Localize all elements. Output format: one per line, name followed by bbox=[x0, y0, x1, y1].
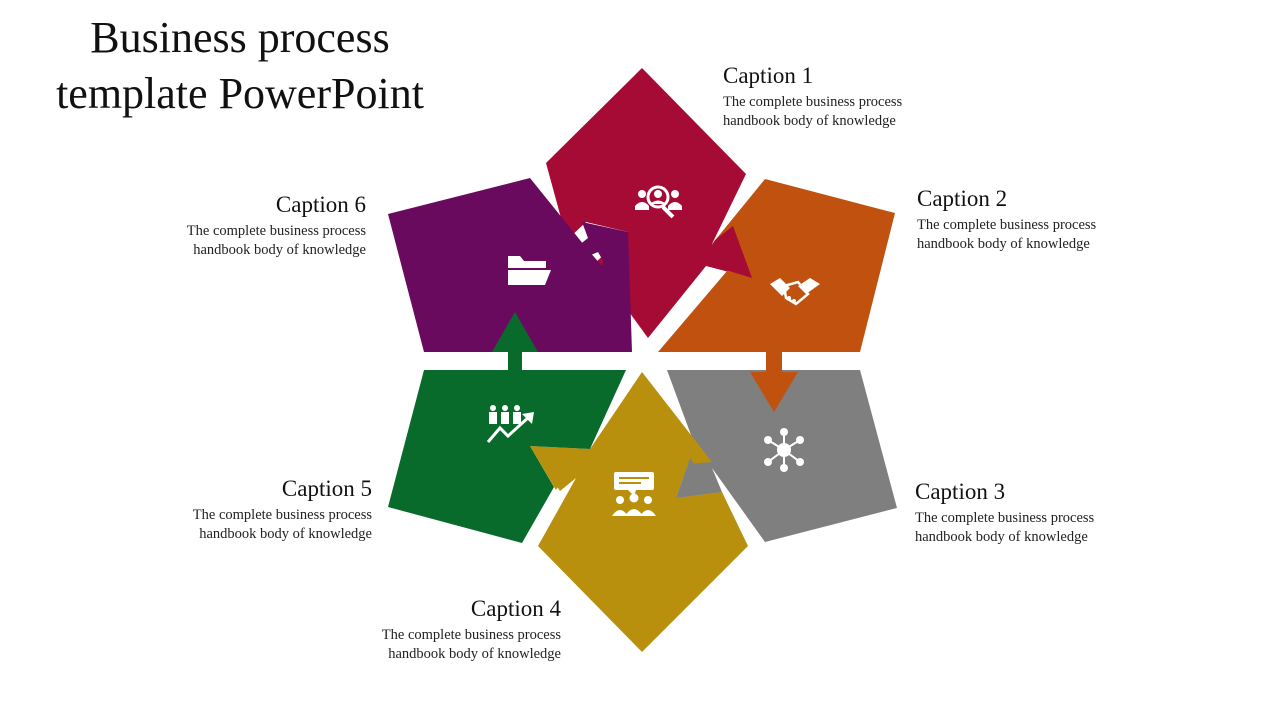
caption-6-desc-line-2: handbook body of knowledge bbox=[193, 242, 366, 258]
caption-2-title: Caption 2 bbox=[917, 186, 1008, 211]
title-line-1: Business process bbox=[90, 13, 390, 62]
caption-4: Caption 4 The complete business process … bbox=[301, 596, 561, 664]
handshake-icon bbox=[770, 278, 820, 306]
network-icon bbox=[764, 428, 804, 472]
caption-1-title: Caption 1 bbox=[723, 63, 814, 88]
arrow-1-to-2 bbox=[700, 226, 752, 278]
caption-5-desc-line-1: The complete business process bbox=[192, 507, 372, 523]
team-meeting-icon bbox=[612, 472, 656, 516]
caption-1: Caption 1 The complete business process … bbox=[723, 63, 983, 131]
caption-5-description: The complete business process handbook b… bbox=[112, 506, 372, 544]
caption-4-title: Caption 4 bbox=[470, 596, 561, 621]
arrow-6-to-1 bbox=[578, 222, 628, 266]
search-people-icon bbox=[635, 185, 682, 219]
caption-6-description: The complete business process handbook b… bbox=[106, 222, 366, 260]
caption-1-desc-line-1: The complete business process bbox=[723, 94, 903, 110]
caption-6-desc-line-1: The complete business process bbox=[186, 223, 366, 239]
caption-5-title: Caption 5 bbox=[281, 476, 372, 501]
caption-3-desc-line-2: handbook body of knowledge bbox=[915, 529, 1088, 545]
caption-2: Caption 2 The complete business process … bbox=[917, 186, 1177, 254]
caption-2-desc-line-2: handbook body of knowledge bbox=[917, 236, 1090, 252]
segment-caption-2 bbox=[658, 179, 895, 352]
arrow-5-to-6 bbox=[492, 312, 538, 372]
folder-icon bbox=[508, 256, 551, 285]
segment-caption-5 bbox=[388, 370, 626, 543]
growth-team-icon bbox=[486, 405, 534, 443]
caption-6: Caption 6 The complete business process … bbox=[106, 192, 366, 260]
arrow-3-to-4 bbox=[676, 458, 722, 498]
caption-4-desc-line-1: The complete business process bbox=[381, 627, 561, 643]
title-line-2: template PowerPoint bbox=[56, 69, 424, 118]
caption-2-description: The complete business process handbook b… bbox=[917, 216, 1177, 254]
caption-5-desc-line-2: handbook body of knowledge bbox=[199, 526, 372, 542]
caption-1-desc-line-2: handbook body of knowledge bbox=[723, 113, 896, 129]
caption-3-title: Caption 3 bbox=[915, 479, 1006, 504]
caption-3-desc-line-1: The complete business process bbox=[915, 510, 1095, 526]
caption-2-desc-line-1: The complete business process bbox=[917, 217, 1097, 233]
arrow-4-to-5 bbox=[530, 446, 578, 490]
caption-3: Caption 3 The complete business process … bbox=[915, 479, 1175, 547]
arrow-2-to-3 bbox=[750, 350, 798, 412]
caption-4-desc-line-2: handbook body of knowledge bbox=[388, 646, 561, 662]
caption-3-description: The complete business process handbook b… bbox=[915, 509, 1175, 547]
slide-title: Business process template PowerPoint bbox=[20, 10, 460, 122]
caption-5: Caption 5 The complete business process … bbox=[112, 476, 372, 544]
caption-6-title: Caption 6 bbox=[275, 192, 366, 217]
caption-4-description: The complete business process handbook b… bbox=[301, 626, 561, 664]
caption-1-description: The complete business process handbook b… bbox=[723, 93, 983, 131]
